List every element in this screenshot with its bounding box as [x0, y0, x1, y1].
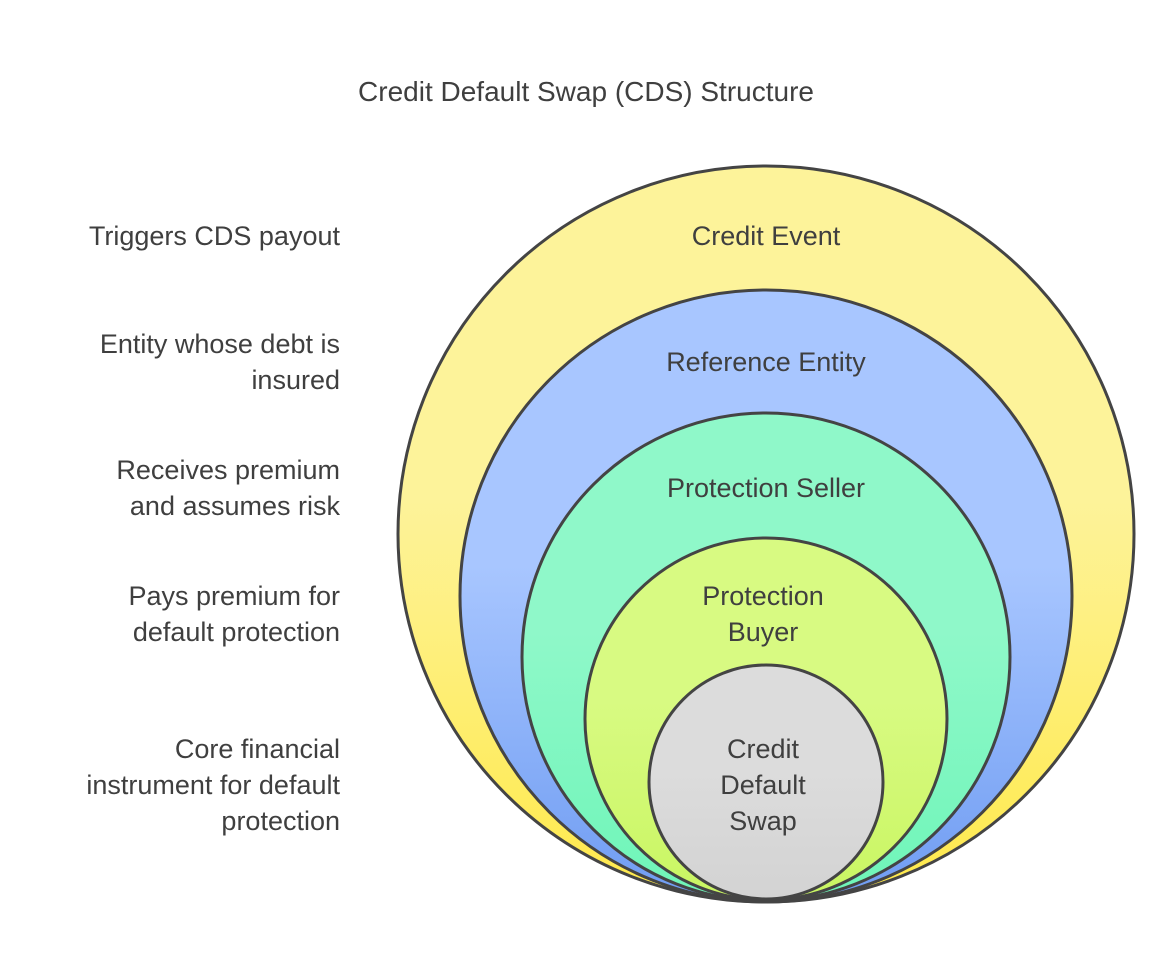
- layer-description-line: Entity whose debt is: [100, 329, 340, 359]
- diagram-title: Credit Default Swap (CDS) Structure: [358, 76, 814, 107]
- layer-label-1: Credit Event: [692, 221, 841, 251]
- layer-description-line: Triggers CDS payout: [89, 221, 341, 251]
- layer-description-line: Core financial: [175, 734, 340, 764]
- layer-label-line: Swap: [729, 806, 797, 836]
- layer-description-line: protection: [221, 806, 340, 836]
- layer-description-5: Core financial instrument for default prot…: [86, 734, 340, 836]
- layer-description-line: and assumes risk: [130, 491, 341, 521]
- layer-description-1: Triggers CDS payout: [89, 221, 341, 251]
- layer-label-2: Reference Entity: [666, 347, 866, 377]
- layer-label-3: Protection Seller: [667, 473, 865, 503]
- layer-description-line: Pays premium for: [128, 581, 340, 611]
- layer-label-line: Credit Event: [692, 221, 841, 251]
- layer-label-line: Protection: [702, 581, 824, 611]
- layer-description-line: instrument for default: [86, 770, 340, 800]
- layer-label-line: Reference Entity: [666, 347, 866, 377]
- layer-description-3: Receives premium and assumes risk: [116, 455, 340, 521]
- layer-label-line: Credit: [727, 734, 800, 764]
- layer-description-2: Entity whose debt is insured: [100, 329, 340, 395]
- layer-description-line: default protection: [133, 617, 340, 647]
- layer-label-line: Buyer: [728, 617, 799, 647]
- nested-circles: [396, 164, 1136, 904]
- layer-label-line: Default: [720, 770, 806, 800]
- layer-description-line: Receives premium: [116, 455, 340, 485]
- layer-circle-5: [647, 663, 885, 901]
- layer-label-line: Protection Seller: [667, 473, 865, 503]
- layer-description-line: insured: [251, 365, 340, 395]
- layer-description-4: Pays premium for default protection: [128, 581, 340, 647]
